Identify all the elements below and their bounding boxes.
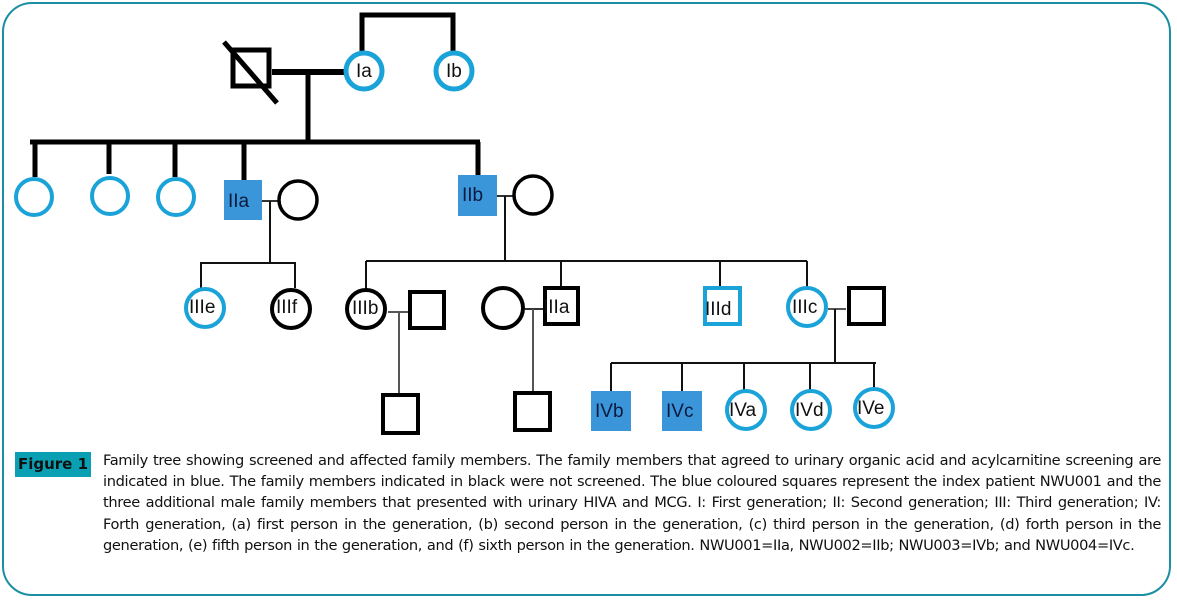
- sibship-line-iia-children: [200, 262, 296, 288]
- person-ivb-affected-male: IVb: [591, 391, 631, 431]
- person-iiia: IIIa: [543, 286, 580, 326]
- label-ivd: IVd: [795, 400, 824, 421]
- person-ive: IVe: [853, 387, 895, 429]
- person-iiic-spouse-male: [847, 286, 886, 326]
- person-iiib: IIIb: [345, 288, 387, 330]
- person-ia: Ia: [343, 50, 385, 92]
- person-i-father-deceased-male: [222, 40, 279, 105]
- person-iiie: IIIe: [184, 287, 226, 329]
- label-iiic: IIIc: [792, 297, 817, 318]
- label-iib: IIb: [462, 185, 483, 206]
- figure-caption: Family tree showing screened and affecte…: [103, 452, 1161, 554]
- label-ivc: IVc: [666, 401, 693, 422]
- generation-iv: IVb IVc IVa IVd IVe: [381, 387, 895, 435]
- label-iiib: IIIb: [352, 298, 378, 319]
- person-ivc-affected-male: IVc: [662, 391, 702, 431]
- label-ib: Ib: [446, 61, 462, 82]
- person-iia-affected-male: IIa: [224, 180, 262, 220]
- label-ive: IVe: [857, 398, 884, 419]
- figure-badge: Figure 1: [15, 452, 91, 477]
- label-iiie: IIIe: [189, 297, 215, 318]
- label-iiid: IIId: [705, 299, 731, 320]
- person-iiib-child-male: [381, 393, 420, 435]
- deceased-slash-icon: [222, 40, 279, 105]
- generation-iii: IIIe IIIf IIIb IIIa IIId IIIc: [184, 286, 886, 330]
- person-iiid: IIId: [703, 286, 742, 326]
- pedigree-diagram: Ia Ib IIa IIb IIIe IIIf: [14, 12, 895, 435]
- label-ivb: IVb: [595, 401, 624, 422]
- person-ib: Ib: [433, 50, 475, 92]
- pedigree-lines: [30, 12, 876, 395]
- label-iiia: IIIa: [543, 297, 570, 318]
- person-iiia-spouse-female: [481, 286, 525, 330]
- person-ivd: IVd: [790, 389, 832, 431]
- label-ia: Ia: [356, 61, 372, 82]
- person-iiic: IIIc: [786, 286, 828, 328]
- person-iiif: IIIf: [270, 288, 312, 330]
- label-iva: IVa: [729, 400, 757, 421]
- label-iiif: IIIf: [276, 297, 298, 318]
- sibship-line-ia-ib: [359, 12, 456, 52]
- person-ii-3-female-screened: [156, 177, 196, 217]
- person-ii-2-female-screened: [90, 176, 130, 216]
- person-iib-spouse-female: [512, 174, 554, 216]
- person-iiia-child-male: [513, 391, 552, 432]
- generation-ii: IIa IIb: [14, 174, 554, 221]
- person-iva: IVa: [725, 389, 767, 431]
- person-iib-affected-male: IIb: [458, 175, 497, 216]
- person-ii-1-female-screened: [14, 177, 54, 217]
- generation-i: Ia Ib: [222, 40, 475, 105]
- person-iia-spouse-female: [277, 179, 319, 221]
- label-iia: IIa: [228, 191, 250, 212]
- person-iiib-spouse-male: [408, 290, 446, 330]
